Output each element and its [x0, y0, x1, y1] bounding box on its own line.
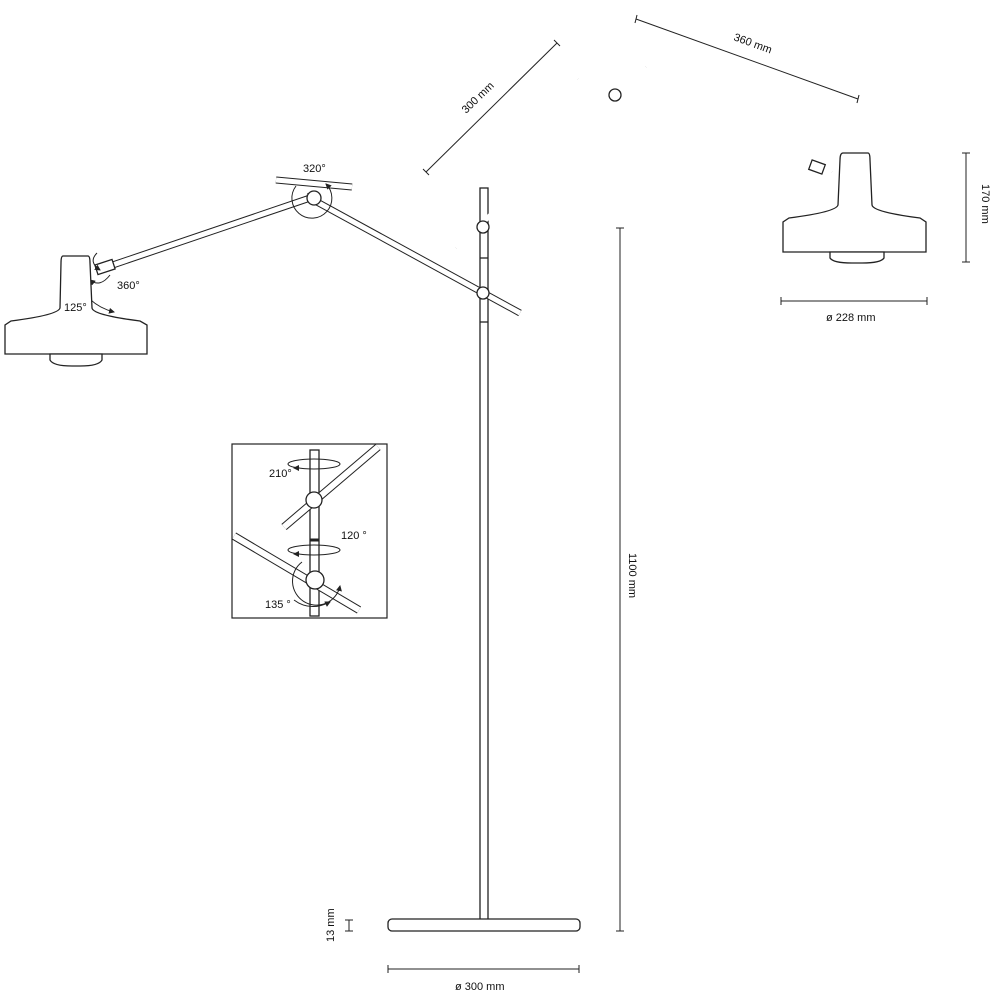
dim-arm-lower [422, 39, 561, 176]
lamp-stand [387, 187, 581, 932]
joint-elbow [306, 190, 322, 206]
label-angle-joint-rotate: 120 ° [341, 530, 367, 542]
label-angle-elbow: 320° [303, 163, 326, 175]
label-angle-stem-rotate: 210° [269, 468, 292, 480]
joint-top [608, 88, 622, 102]
lamp-base [387, 918, 581, 932]
shade-right [782, 152, 927, 264]
label-angle-shade-rotate: 360° [117, 280, 140, 292]
label-stand-height: 1100 mm [626, 553, 638, 598]
label-base-diameter: ø 300 mm [455, 981, 505, 993]
label-base-thickness: 13 mm [325, 908, 337, 942]
label-arm-lower: 300 mm [460, 80, 497, 116]
upper-arm-right [454, 65, 833, 250]
detail-inset [231, 443, 388, 619]
dim-base-thickness [345, 919, 353, 932]
dim-shade-height [962, 152, 970, 263]
dim-shade-diameter [780, 297, 928, 305]
dim-stand-height [616, 227, 624, 932]
label-arm-upper: 360 mm [732, 32, 773, 57]
arm-left [73, 176, 522, 317]
label-angle-shade-tilt: 125° [64, 302, 87, 314]
joint-pole-upper [476, 220, 490, 234]
dim-base-diameter [387, 965, 580, 973]
label-shade-height: 170 mm [979, 184, 991, 224]
label-shade-diameter: ø 228 mm [826, 312, 876, 324]
dim-arm-upper [634, 14, 860, 104]
joint-pole-lower [476, 286, 490, 300]
shade-left [4, 255, 148, 367]
label-angle-joint-tilt: 135 ° [265, 599, 291, 611]
